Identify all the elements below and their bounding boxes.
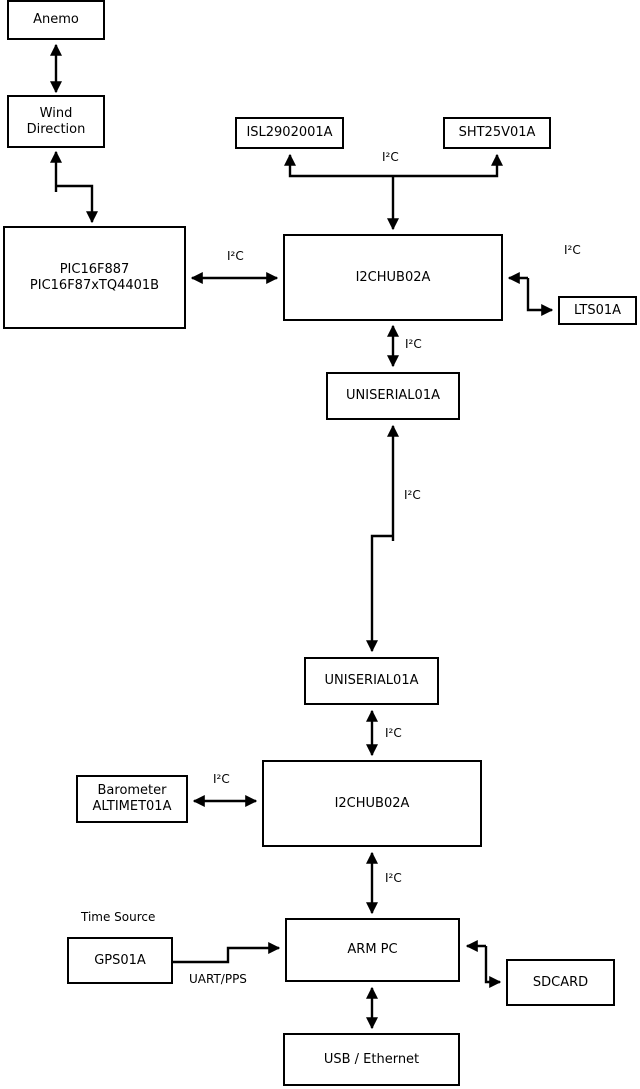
node-wind-direction-label: Wind Direction <box>26 105 86 137</box>
edge-label-pic-hub: I²C <box>227 249 244 263</box>
node-i2chub02a-bottom-label: I2CHUB02A <box>334 795 410 811</box>
node-isl2902001a[interactable]: ISL2902001A <box>235 117 344 149</box>
node-i2chub02a-bottom[interactable]: I2CHUB02A <box>262 760 482 847</box>
node-sdcard-label: SDCARD <box>532 974 589 990</box>
edge-label-uniserial-hub-bottom: I²C <box>385 726 402 740</box>
connector-hubtop-bus-isl <box>284 153 393 178</box>
node-sht25v01a[interactable]: SHT25V01A <box>443 117 551 149</box>
connector-armpc-sdcard-out <box>484 946 502 988</box>
node-anemo-label: Anemo <box>33 12 79 28</box>
edge-label-barometer-hub: I²C <box>213 772 230 786</box>
node-gps01a-label: GPS01A <box>94 952 146 968</box>
node-usb-ethernet[interactable]: USB / Ethernet <box>283 1033 460 1086</box>
node-isl2902001a-label: ISL2902001A <box>246 125 333 141</box>
node-uniserial01a-top-label: UNISERIAL01A <box>346 388 440 404</box>
node-i2chub02a-top-label: I2CHUB02A <box>355 269 431 285</box>
node-sht25v01a-label: SHT25V01A <box>458 125 536 141</box>
connector-uniserial-link-down <box>366 534 393 653</box>
label-time-source: Time Source <box>81 910 156 924</box>
edge-label-hub-uniserial: I²C <box>405 337 422 351</box>
node-barometer-altimet01a-label: Barometer ALTIMET01A <box>92 783 172 814</box>
node-arm-pc[interactable]: ARM PC <box>285 918 460 982</box>
connector-wind-pic-jog <box>56 184 98 224</box>
edge-label-hub-lts: I²C <box>564 243 581 257</box>
node-uniserial01a-bottom-label: UNISERIAL01A <box>324 673 419 689</box>
edge-label-hub-top-bus: I²C <box>382 150 399 164</box>
node-lts01a-label: LTS01A <box>573 302 622 318</box>
node-pic-mcu[interactable]: PIC16F887 PIC16F87xTQ4401B <box>3 226 186 329</box>
node-pic-mcu-label: PIC16F887 PIC16F87xTQ4401B <box>29 261 160 293</box>
node-barometer-altimet01a[interactable]: Barometer ALTIMET01A <box>76 775 188 823</box>
node-sdcard[interactable]: SDCARD <box>506 959 615 1006</box>
connector-gps-armpc <box>172 942 281 964</box>
node-gps01a[interactable]: GPS01A <box>67 937 173 984</box>
edge-label-hub-armpc: I²C <box>385 871 402 885</box>
edge-label-uniserial-link: I²C <box>404 488 421 502</box>
edge-label-gps-armpc: UART/PPS <box>189 972 247 986</box>
node-arm-pc-label: ARM PC <box>347 942 398 958</box>
node-uniserial01a-bottom[interactable]: UNISERIAL01A <box>304 657 439 705</box>
node-uniserial01a-top[interactable]: UNISERIAL01A <box>326 372 460 420</box>
node-usb-ethernet-label: USB / Ethernet <box>323 1051 420 1067</box>
node-wind-direction[interactable]: Wind Direction <box>7 95 105 148</box>
connector-hubtop-lts-out <box>526 278 554 316</box>
connector-hubtop-bus-sht <box>393 153 503 178</box>
node-lts01a[interactable]: LTS01A <box>558 296 637 325</box>
node-i2chub02a-top[interactable]: I2CHUB02A <box>283 234 503 321</box>
node-anemo[interactable]: Anemo <box>7 0 105 40</box>
